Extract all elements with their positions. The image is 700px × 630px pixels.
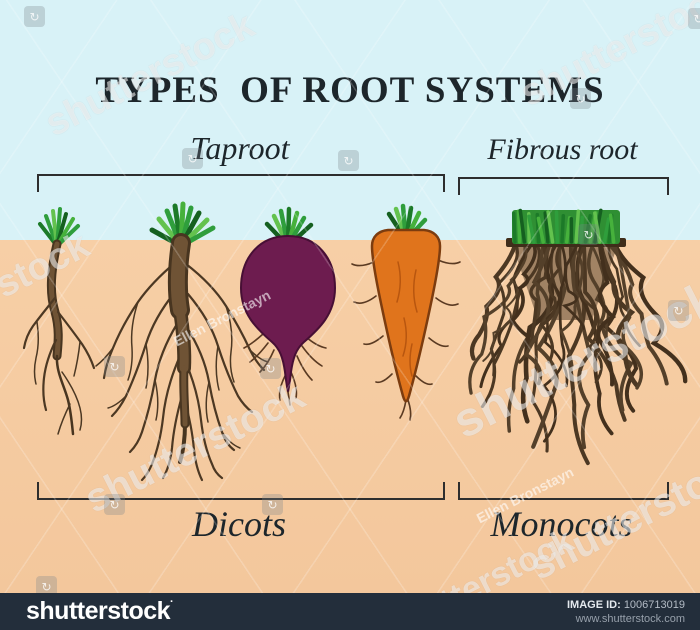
shutterstock-footer-bar: shutterstock· IMAGE ID: 1006713019 www.s… (0, 593, 700, 630)
monocots-label: Monocots (490, 504, 633, 544)
image-id-line: IMAGE ID: 1006713019 (567, 598, 685, 612)
dicots-label: Dicots (192, 504, 286, 544)
shutterstock-url: www.shutterstock.com (575, 612, 685, 625)
fibrous-root-grass-icon (468, 208, 688, 466)
fibrous-grass-blades (511, 208, 616, 244)
shutterstock-logo: shutterstock· (26, 596, 174, 626)
carrot-icon (351, 203, 461, 421)
sky-background (0, 0, 700, 240)
branched-taproot-plant-icon (95, 201, 269, 482)
page-title: TYPES OF ROOT SYSTEMS (95, 69, 605, 111)
image-id-value: 1006713019 (623, 598, 685, 611)
thin-taproot-plant-icon (22, 207, 96, 436)
fibrous-root-bracket (458, 177, 669, 195)
shutterstock-logo-text: shutterstock (26, 597, 171, 625)
shutterstock-logo-mark: · (170, 596, 174, 608)
fibrous-root-strands (468, 242, 688, 466)
monocots-bracket (458, 482, 669, 500)
taproot-label: Taproot (190, 130, 290, 166)
image-id-label: IMAGE ID: (566, 598, 621, 611)
fibrous-root-label: Fibrous root (487, 133, 638, 166)
taproot-bracket (37, 174, 445, 192)
beet-icon (239, 206, 337, 406)
image-credit-block: IMAGE ID: 1006713019 www.shutterstock.co… (567, 598, 685, 626)
dicots-bracket (37, 482, 445, 500)
